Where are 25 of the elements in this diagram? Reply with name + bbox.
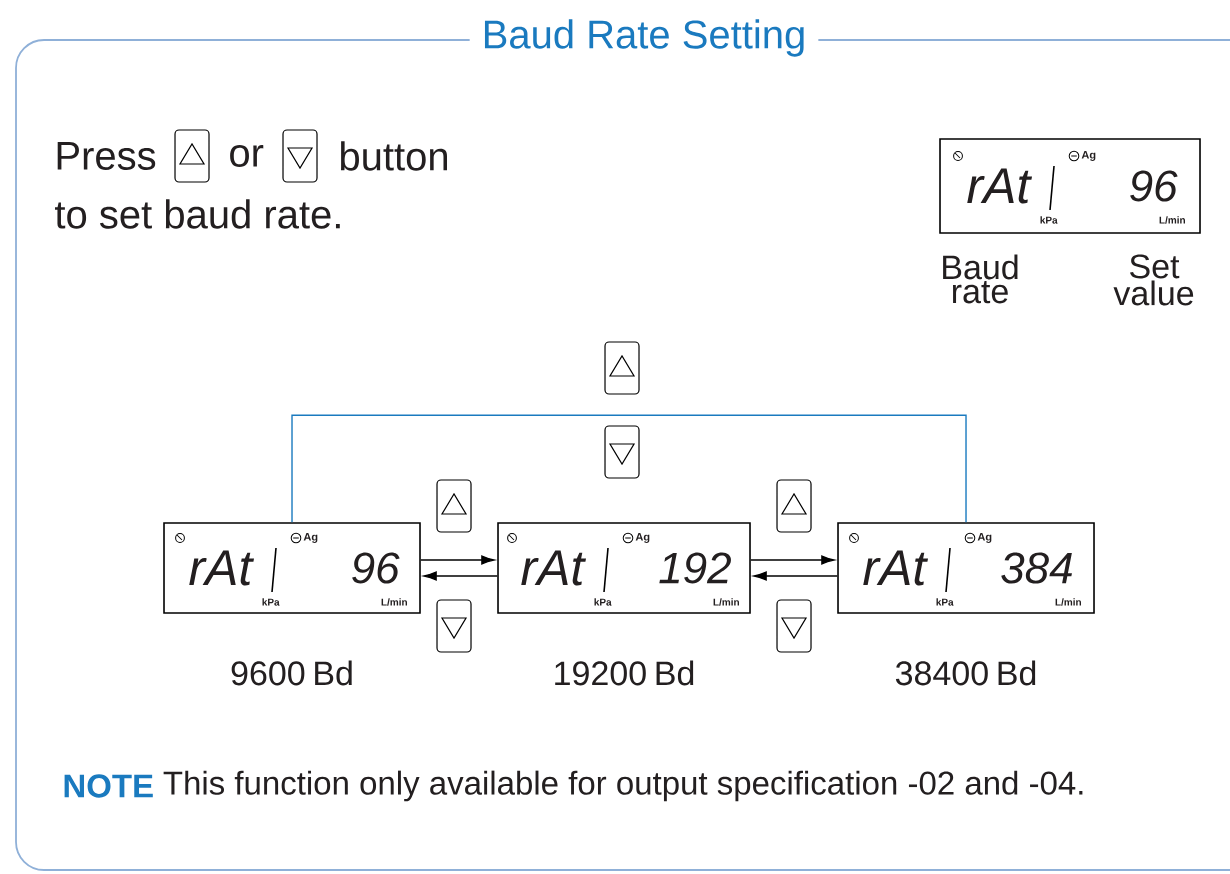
display-value: 96 — [352, 552, 400, 584]
caption-text: 9600 Bd — [231, 660, 352, 686]
note-text: This function only available for output specification -02 and -04. — [163, 770, 1083, 802]
arrow — [753, 571, 838, 581]
instruction-text: to set baud rate. — [55, 199, 340, 229]
arrow — [750, 555, 835, 565]
arrow — [423, 571, 498, 581]
title: Baud Rate Setting — [469, 15, 819, 61]
caption-text: Baud rate — [943, 254, 1018, 304]
display-code: rAt — [189, 550, 255, 586]
display-value: 384 — [1001, 552, 1072, 584]
note-label: NOTE — [64, 774, 153, 798]
display-value: 192 — [659, 552, 731, 584]
caption-text: 38400 Bd — [895, 660, 1036, 686]
instruction-text: or — [230, 145, 264, 167]
caption-text: Set value — [1113, 254, 1194, 306]
instruction-text: Press — [57, 142, 156, 170]
display-code: rAt — [863, 550, 929, 586]
connector-line — [291, 414, 967, 523]
caption-text: 19200 Bd — [555, 660, 694, 686]
display-value: 96 — [1130, 170, 1178, 202]
display-code: rAt — [967, 168, 1033, 204]
instruction-text: button — [341, 141, 447, 171]
display-code: rAt — [521, 550, 587, 586]
arrow — [420, 555, 495, 565]
